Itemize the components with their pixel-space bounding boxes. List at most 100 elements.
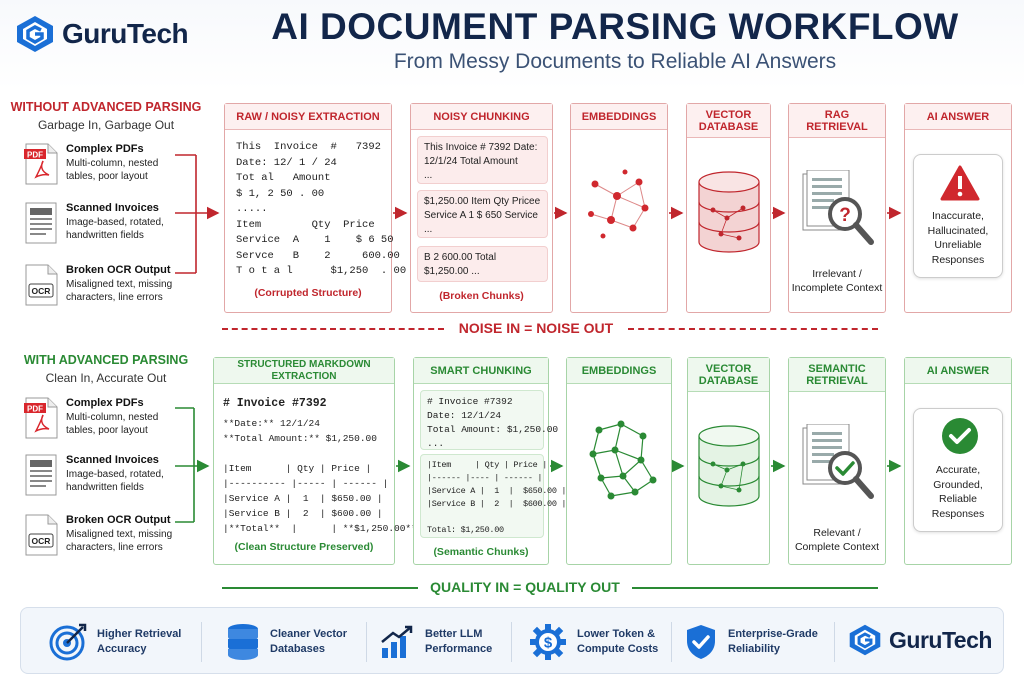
embeddings-card: EMBEDDINGS (570, 103, 668, 313)
divider-line (222, 328, 444, 330)
text-line: Servce B 2 600.00 (236, 249, 400, 262)
text-line: $ 1, 2 50 . 00 (236, 187, 325, 200)
source-desc: Image-based, rotated, (66, 217, 164, 228)
source-desc: characters, line errors (66, 542, 163, 553)
card-title: EMBEDDINGS (571, 104, 667, 130)
source-name: Complex PDFs (66, 397, 144, 409)
footer-separator (511, 622, 512, 662)
benefit-label: Cleaner Vector (270, 627, 348, 640)
embeddings-card: EMBEDDINGS (566, 357, 672, 565)
database-icon (228, 623, 258, 660)
ai-answer-card: AI ANSWER Accurate, Grounded, Reliable R… (904, 357, 1012, 565)
footer-brand-logo: GuruTech (847, 623, 992, 657)
answer-bubble: Accurate, Grounded, Reliable Responses (913, 408, 1003, 532)
benefit-label: Compute Costs (577, 642, 659, 655)
semantic-retrieval-card: SEMANTIC RETRIEVAL Relevant / Complete C… (788, 357, 886, 565)
benefit-label: Accuracy (97, 642, 147, 655)
footer-brand-name: GuruTech (889, 626, 992, 653)
card-caption: (Clean Structure Preserved) (234, 541, 374, 553)
source-name: Broken OCR Output (66, 264, 171, 276)
text-line: |Item | Qty | Price | (223, 463, 372, 474)
noise-divider-text: NOISE IN = NOISE OUT (458, 320, 614, 336)
ocr-file-icon: OCR (25, 264, 58, 306)
markdown-extraction-card: STRUCTURED MARKDOWN EXTRACTION # Invoice… (213, 357, 428, 565)
answer-text: Accurate, Grounded, Reliable Responses (931, 464, 985, 520)
card-title: VECTOR DATABASE (688, 358, 769, 392)
text-line: |---------- |----- | ------ | (223, 478, 389, 489)
source-desc: Multi-column, nested (66, 412, 159, 423)
card-title-text: VECTOR DATABASE (698, 362, 759, 387)
benefit-label: Higher Retrieval (97, 627, 182, 640)
retrieval-caption: Relevant / Complete Context (794, 527, 880, 553)
benefit-label: Enterprise-Grade (728, 627, 818, 640)
source-desc: characters, line errors (66, 292, 163, 303)
card-title: AI ANSWER (905, 358, 1011, 384)
document-search-icon: ? (802, 170, 874, 245)
text-line: Tot al Amount (236, 172, 331, 184)
source-name: Broken OCR Output (66, 514, 171, 526)
footer-separator (366, 622, 367, 662)
source-desc: Misaligned text, missing (66, 279, 173, 290)
ai-answer-card: AI ANSWER Inaccurate, Hallucinated, Unre… (904, 103, 1012, 313)
growth-chart-icon (381, 625, 413, 658)
green-flow-arrows (175, 407, 902, 523)
answer-text: Inaccurate, Hallucinated, Unreliable Res… (927, 210, 989, 266)
red-flow-arrows (175, 154, 902, 274)
source-name: Scanned Invoices (66, 454, 159, 466)
answer-bubble: Inaccurate, Hallucinated, Unreliable Res… (913, 154, 1003, 278)
with-label: WITH ADVANCED PARSING (23, 353, 189, 367)
target-icon (49, 623, 87, 660)
text-line: |Service B | 2 | $600.00 | (223, 508, 383, 519)
text-line: Date: 12/ 1 / 24 (236, 156, 337, 169)
document-check-icon (802, 424, 874, 499)
rag-retrieval-card: RAG RETRIEVAL ? Irrelevant / Incomplete … (788, 103, 886, 313)
scanned-document-icon (25, 454, 57, 496)
source-desc: handwritten fields (66, 230, 144, 241)
svg-text:?: ? (839, 205, 851, 226)
benefit-item: $ Lower Token &Compute Costs (529, 608, 658, 675)
footer-separator (201, 622, 202, 662)
structured-embeddings-icon (589, 420, 657, 500)
card-title: SMART CHUNKING (414, 358, 548, 384)
benefit-label: Better LLM (425, 627, 483, 640)
card-title: VECTOR DATABASE (687, 104, 770, 138)
markdown-text: **Date:** 12/1/24**Total Amount:** $1,25… (223, 416, 428, 536)
brand-logo: GuruTech (14, 14, 189, 54)
text-line: T o t a l $1,250 . 00 (236, 265, 407, 277)
source-name: Scanned Invoices (66, 202, 159, 214)
chunk-box: $1,250.00 Item Qty Pricee Service A 1 $ … (417, 190, 548, 238)
vector-database-icon (698, 171, 760, 253)
card-title-text: SEMANTIC RETRIEVAL (806, 362, 868, 387)
benefit-label: Databases (270, 642, 326, 655)
dollar-gear-icon: $ (530, 623, 566, 660)
pdf-file-icon: PDF (24, 397, 58, 439)
card-title: RAG RETRIEVAL (789, 104, 885, 138)
card-caption: (Semantic Chunks) (433, 546, 529, 558)
quality-divider-text: QUALITY IN = QUALITY OUT (430, 579, 620, 595)
chunk-box: # Invoice #7392 Date: 12/1/24 Total Amou… (420, 390, 558, 450)
without-sublabel: Garbage In, Garbage Out (37, 118, 175, 132)
text-line: |Service A | 1 | $650.00 | (223, 493, 383, 504)
vector-database-card: VECTOR DATABASE (686, 103, 771, 313)
divider-line (222, 587, 418, 589)
card-title-text: VECTOR DATABASE (698, 108, 759, 133)
with-sublabel: Clean In, Accurate Out (45, 371, 167, 385)
markdown-heading: # Invoice #7392 (223, 397, 327, 410)
card-title: NOISY CHUNKING (411, 104, 552, 130)
source-desc: tables, poor layout (66, 425, 148, 436)
source-desc: Image-based, rotated, (66, 469, 164, 480)
chunk-box: B 2 600.00 Total $1,250.00 ... (417, 246, 548, 282)
shield-check-icon (687, 624, 715, 659)
card-title: EMBEDDINGS (567, 358, 671, 384)
